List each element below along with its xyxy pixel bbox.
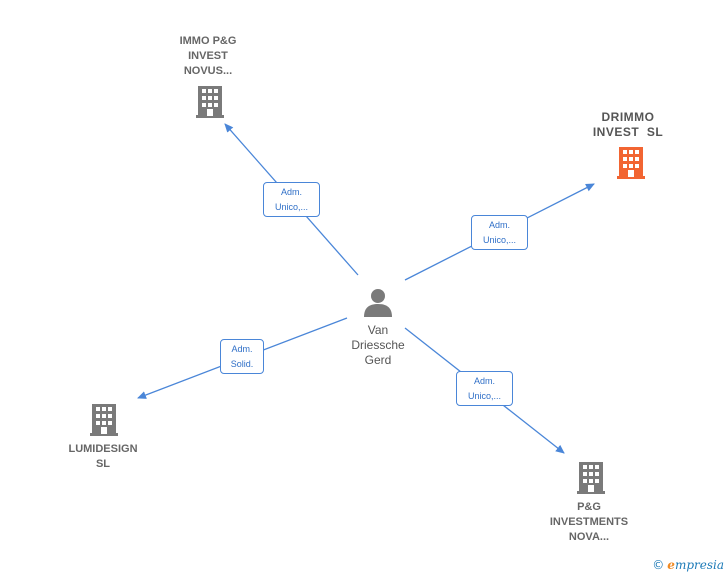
- role-badge-immo[interactable]: Adm. Unico,...: [263, 182, 320, 217]
- building-icon[interactable]: [196, 86, 224, 118]
- role-badge-lumi[interactable]: Adm. Solid.: [220, 339, 264, 374]
- empresia-logo: ©empresia: [652, 558, 724, 572]
- building-icon[interactable]: [577, 462, 605, 494]
- company-label-pg[interactable]: P&G INVESTMENTS NOVA...: [549, 501, 629, 543]
- person-icon[interactable]: [364, 289, 392, 317]
- building-icon-highlight[interactable]: [617, 147, 645, 179]
- building-icon[interactable]: [90, 404, 118, 436]
- company-label-immo[interactable]: IMMO P&G INVEST NOVUS...: [179, 35, 237, 77]
- person-name[interactable]: Van Driessche Gerd: [351, 323, 405, 367]
- role-badge-pg[interactable]: Adm. Unico,...: [456, 371, 513, 406]
- role-badge-drimmo[interactable]: Adm. Unico,...: [471, 215, 528, 250]
- company-label-lumi[interactable]: LUMIDESIGN SL: [68, 443, 138, 470]
- company-label-drimmo[interactable]: DRIMMO INVEST SL: [592, 110, 664, 139]
